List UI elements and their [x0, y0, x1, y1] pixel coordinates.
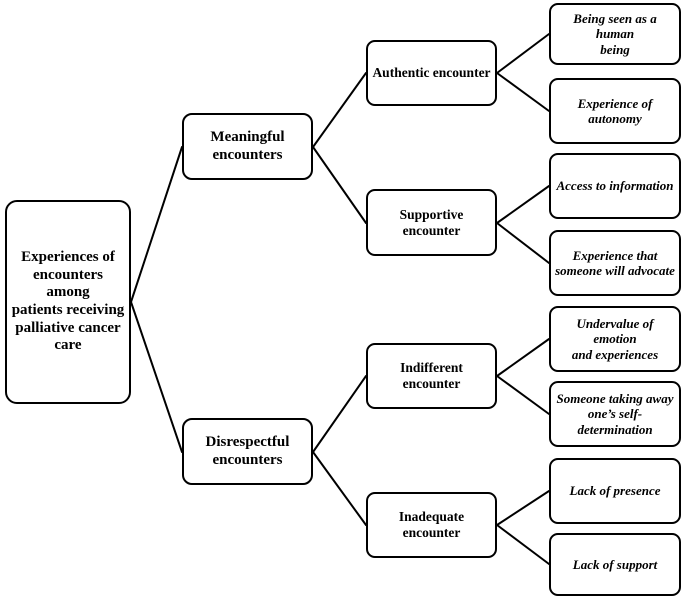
- node-sub-access-to-information-label: Access to information: [556, 178, 674, 194]
- node-sub-undervalue-of-emotion-and-experiences[interactable]: Undervalue of emotion and experiences: [549, 306, 681, 372]
- node-category-authentic-encounter[interactable]: Authentic encounter: [366, 40, 497, 106]
- node-sub-lack-of-presence[interactable]: Lack of presence: [549, 458, 681, 524]
- connector-cat_inadequate-to-sub_lack_presence: [496, 490, 550, 526]
- connector-theme_meaningful-to-cat_authentic: [312, 72, 367, 148]
- node-sub-access-to-information[interactable]: Access to information: [549, 153, 681, 219]
- node-sub-being-seen-as-a-human-being[interactable]: Being seen as a human being: [549, 3, 681, 65]
- connector-cat_authentic-to-sub_human_being: [496, 33, 550, 74]
- node-sub-lack-of-support[interactable]: Lack of support: [549, 533, 681, 596]
- node-sub-lack-of-support-label: Lack of support: [572, 556, 658, 572]
- node-theme-disrespectful-encounters[interactable]: Disrespectful encounters: [182, 418, 313, 485]
- node-category-supportive-encounter-label: Supportive encounter: [399, 206, 464, 238]
- node-sub-experience-of-autonomy[interactable]: Experience of autonomy: [549, 78, 681, 144]
- connector-cat_indifferent-to-sub_self_determination: [496, 375, 550, 415]
- node-sub-experience-that-someone-will-advocate[interactable]: Experience that someone will advocate: [549, 230, 681, 296]
- connector-cat_indifferent-to-sub_undervalue: [496, 338, 550, 377]
- connector-root-to-theme_disrespectful: [130, 301, 183, 453]
- connector-cat_supportive-to-sub_advocate: [496, 222, 550, 264]
- node-theme-disrespectful-encounters-label: Disrespectful encounters: [205, 433, 290, 468]
- connector-cat_supportive-to-sub_access_info: [496, 185, 550, 224]
- node-theme-meaningful-encounters[interactable]: Meaningful encounters: [182, 113, 313, 180]
- connector-cat_inadequate-to-sub_lack_support: [496, 524, 550, 565]
- node-category-inadequate-encounter-label: Inadequate encounter: [398, 509, 465, 540]
- node-category-indifferent-encounter[interactable]: Indifferent encounter: [366, 343, 497, 409]
- node-root-label: Experiences of encounters among patients…: [11, 248, 125, 354]
- connector-root-to-theme_meaningful: [130, 146, 183, 303]
- node-category-supportive-encounter[interactable]: Supportive encounter: [366, 189, 497, 256]
- node-sub-undervalue-of-emotion-and-experiences-label: Undervalue of emotion and experiences: [571, 316, 659, 362]
- node-root[interactable]: Experiences of encounters among patients…: [5, 200, 131, 404]
- connector-cat_authentic-to-sub_autonomy: [496, 72, 550, 112]
- node-sub-experience-that-someone-will-advocate-label: Experience that someone will advocate: [555, 247, 675, 278]
- node-sub-someone-taking-away-self-determination-label: Someone taking away one’s self-determina…: [556, 391, 674, 437]
- node-sub-experience-of-autonomy-label: Experience of autonomy: [577, 95, 653, 126]
- node-sub-lack-of-presence-label: Lack of presence: [569, 483, 661, 499]
- connector-theme_disrespectful-to-cat_indifferent: [312, 375, 367, 453]
- node-category-indifferent-encounter-label: Indifferent encounter: [400, 360, 463, 391]
- connector-theme_meaningful-to-cat_supportive: [312, 146, 367, 224]
- node-category-authentic-encounter-label: Authentic encounter: [372, 65, 491, 81]
- node-theme-meaningful-encounters-label: Meaningful encounters: [210, 128, 285, 163]
- node-sub-someone-taking-away-self-determination[interactable]: Someone taking away one’s self-determina…: [549, 381, 681, 447]
- connector-theme_disrespectful-to-cat_inadequate: [312, 451, 367, 526]
- node-category-inadequate-encounter[interactable]: Inadequate encounter: [366, 492, 497, 558]
- node-sub-being-seen-as-a-human-being-label: Being seen as a human being: [573, 11, 657, 57]
